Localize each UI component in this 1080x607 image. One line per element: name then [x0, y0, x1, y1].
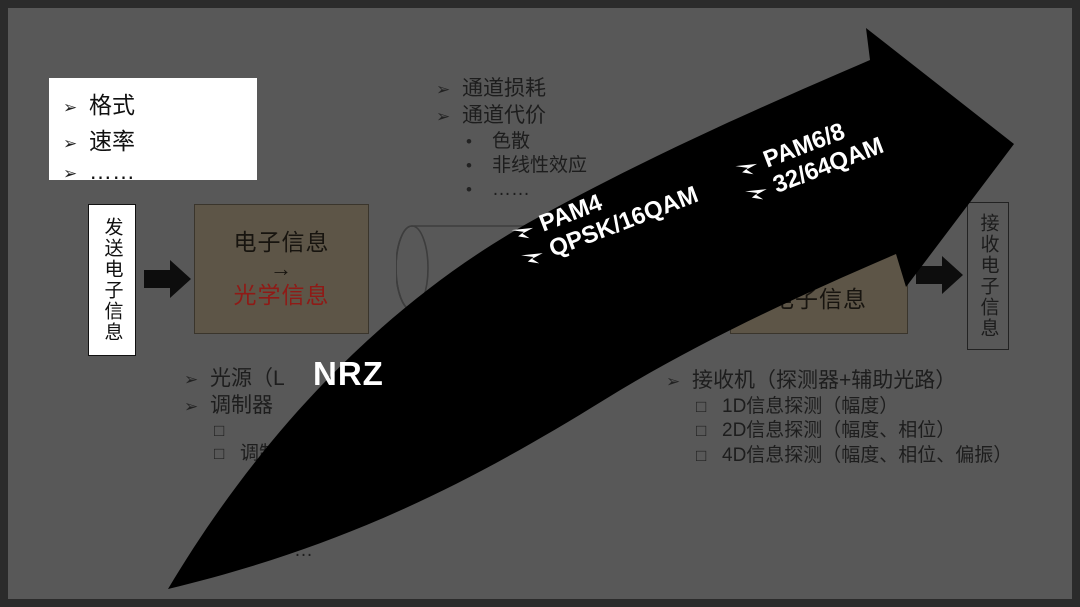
label-pam68: PAM6/8 32/64QAM [732, 108, 888, 211]
channel-note-label: 通道代价 [462, 103, 546, 127]
tx-conversion-box: 电子信息 → 光学信息 [194, 204, 369, 334]
rx-flow-arrow-icon [916, 256, 963, 294]
label-pam4: PAM4 QPSK/16QAM [508, 157, 702, 274]
white-arrow-bullet-icon [745, 189, 767, 200]
list-item: ➢ 速率 [49, 122, 257, 156]
tx-note-label: 光源（L [210, 367, 285, 390]
label-pam68-row-1: 32/64QAM [742, 132, 888, 210]
arrow-bullet-icon: ➢ [63, 134, 78, 154]
channel-note-label: …… [492, 179, 530, 201]
white-arrow-bullet-icon [511, 228, 534, 239]
arrow-bullet-icon: ➢ [184, 396, 199, 417]
tx-note-label: 调制 [240, 442, 279, 464]
list-item: ✓ MRM [184, 514, 339, 538]
list-item: ✓ MZM [184, 490, 339, 514]
rx-conv-top-label: 光学信息 [771, 232, 867, 259]
channel-notes-block: ➢ 通道损耗 ➢ 通道代价 • 色散 • 非线性效应 • …… [436, 76, 587, 203]
list-item: ➢ 格式 [49, 86, 257, 120]
tx-note-label: MRM [294, 515, 340, 537]
label-nrz-line-0: NRZ [313, 355, 384, 392]
tx-conv-bottom-label: 光学信息 [233, 281, 330, 308]
rx-note-label: 接收机（探测器+辅助光路） [692, 369, 957, 392]
dot-bullet-icon: • [466, 180, 472, 200]
rx-note-label: 2D信息探测（幅度、相位） [722, 420, 956, 442]
channel-note-label: 通道损耗 [462, 77, 546, 100]
label-pam4-row-0: PAM4 [508, 157, 693, 249]
arrow-bullet-icon: ➢ [666, 372, 681, 392]
tx-conv-arrow-icon: → [270, 256, 293, 282]
check-bullet-icon: ✓ [268, 516, 283, 536]
list-item: ✓ EA [184, 466, 339, 490]
tx-flow-arrow-icon [144, 260, 191, 298]
channel-note-label: 非线性效应 [492, 155, 588, 177]
label-pam4-row-1: QPSK/16QAM [518, 181, 703, 274]
list-item: ➢ 接收机（探测器+辅助光路） [666, 368, 1012, 395]
rx-note-label: 1D信息探测（幅度） [722, 395, 899, 417]
square-bullet-icon: □ [696, 421, 707, 441]
note-item-label: 格式 [89, 92, 135, 118]
arrow-bullet-icon: ➢ [63, 164, 78, 184]
list-item: ➢ 通道损耗 [436, 76, 587, 103]
tx-note-label: EA [294, 466, 320, 488]
note-item-label: …… [89, 158, 135, 184]
transmitter-notes-block: ➢ 光源（L ➢ 调制器 □ □ 调制 ✓ EA ✓ MZM ✓ MRM ✓ [184, 366, 339, 563]
list-item: □ 4D信息探测（幅度、相位、偏振） [666, 444, 1012, 468]
tx-conv-top-label: 电子信息 [233, 228, 330, 255]
format-rate-note-box: ➢ 格式 ➢ 速率 ➢ …… [49, 78, 257, 184]
rx-note-label: 4D信息探测（幅度、相位、偏振） [722, 444, 1013, 466]
label-nrz: NRZ [313, 355, 384, 393]
arrow-bullet-icon: ➢ [436, 80, 451, 100]
white-arrow-bullet-icon [521, 253, 543, 264]
rx-conv-bottom-label: 电子信息 [771, 285, 867, 312]
arrow-bullet-icon: ➢ [63, 98, 78, 118]
square-bullet-icon: □ [214, 420, 225, 440]
list-item: • …… [436, 178, 587, 202]
check-bullet-icon: ✓ [268, 492, 283, 512]
list-item: ➢ 通道代价 [436, 103, 587, 130]
receiver-notes-block: ➢ 接收机（探测器+辅助光路） □ 1D信息探测（幅度） □ 2D信息探测（幅度… [666, 368, 1012, 468]
label-pam68-row-0: PAM6/8 [732, 108, 878, 185]
square-bullet-icon: □ [696, 396, 707, 416]
list-item: • 色散 [436, 130, 587, 154]
dot-bullet-icon: • [466, 131, 472, 151]
white-arrow-bullet-icon [735, 164, 758, 175]
rx-sink-box: 接收电子信息 [967, 202, 1009, 350]
note-item-label: 速率 [89, 128, 135, 154]
list-item: • 非线性效应 [436, 154, 587, 178]
list-item: ➢ 调制器 [184, 393, 339, 420]
channel-note-label: 色散 [492, 130, 531, 152]
rx-conv-arrow-icon: → [807, 260, 831, 286]
list-item: ✓ … [184, 539, 339, 563]
list-item: □ 2D信息探测（幅度、相位） [666, 419, 1012, 443]
dot-bullet-icon: • [466, 156, 472, 176]
tx-note-label: 调制器 [210, 393, 273, 417]
arrow-bullet-icon: ➢ [184, 370, 199, 390]
check-bullet-icon: ✓ [268, 540, 283, 560]
tx-source-box: 发送电子信息 [88, 204, 136, 356]
arrow-bullet-icon: ➢ [436, 106, 451, 127]
tx-note-label: … [294, 539, 313, 561]
list-item: ➢ …… [49, 158, 257, 185]
rx-conversion-box: 光学信息 → 电子信息 [730, 212, 908, 334]
list-item: □ 调制 [184, 442, 339, 466]
square-bullet-icon: □ [214, 443, 225, 463]
tx-note-label: MZM [294, 491, 338, 513]
list-item: □ 1D信息探测（幅度） [666, 395, 1012, 419]
list-item: □ [184, 420, 339, 442]
check-bullet-icon: ✓ [268, 467, 283, 487]
square-bullet-icon: □ [696, 445, 707, 465]
